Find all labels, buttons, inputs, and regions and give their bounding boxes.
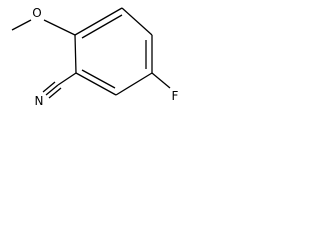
chemical-structure: O N F [11, 6, 179, 108]
nitrile-triple-bond-2 [42, 81, 56, 93]
oxygen-ring-bond [43, 19, 76, 36]
methyl-oxygen-bond [11, 19, 32, 31]
oxygen-atom-label: O [32, 6, 41, 20]
ring-nitrile-bond [57, 72, 77, 86]
ring-double-bond-lower-left [81, 69, 116, 89]
ring-double-bond-top [81, 14, 123, 39]
ring-bond-left [74, 34, 77, 74]
fluorine-atom-label: F [172, 89, 179, 103]
ring-fluorine-bond [151, 72, 171, 89]
ring-bond-bottom-right [115, 72, 153, 96]
ring-bond-upper-right [121, 7, 153, 36]
nitrile-triple-bond-1 [45, 84, 59, 96]
nitrogen-atom-label: N [35, 94, 44, 108]
ring-bond-top [74, 7, 123, 36]
nitrile-triple-bond-3 [48, 87, 62, 99]
ring-bond-bottom-left [75, 72, 117, 96]
